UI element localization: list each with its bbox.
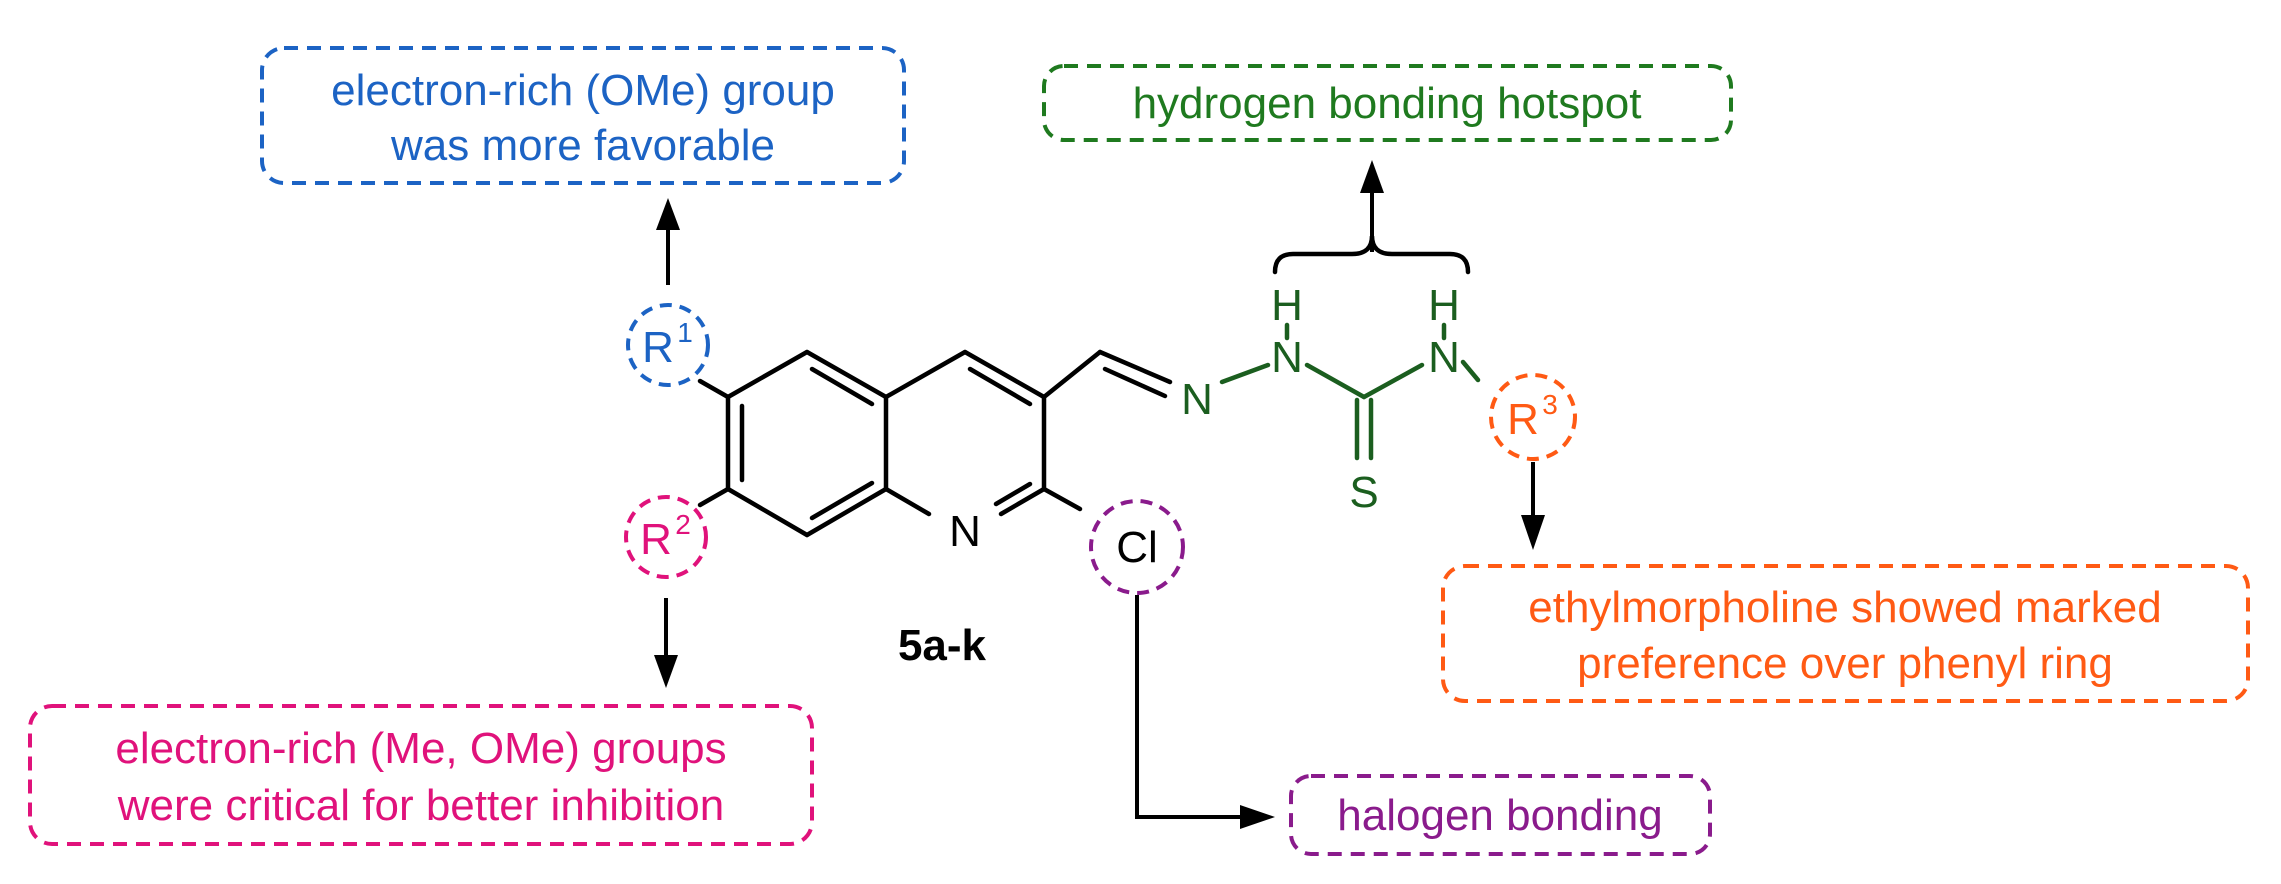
hbond-note-line1: hydrogen bonding hotspot [1133, 79, 1642, 128]
halogen-note: halogen bonding [1289, 774, 1712, 856]
r1-arrow [656, 198, 680, 285]
r3-circle [1489, 373, 1577, 461]
r1-substituent: R 1 [626, 303, 710, 387]
r2-circle [624, 495, 708, 579]
nh2-nitrogen: N [1428, 333, 1460, 382]
chloro-label: Cl [1116, 523, 1158, 572]
nh1-hydrogen: H [1271, 281, 1303, 330]
r3-note: ethylmorpholine showed marked preference… [1441, 564, 2250, 703]
r3-superscript: 3 [1542, 389, 1558, 420]
nh2-hydrogen: H [1428, 281, 1460, 330]
r2-note-box [28, 704, 814, 846]
r2-note-line2: were critical for better inhibition [117, 781, 724, 830]
r3-substituent: R 3 [1489, 373, 1577, 461]
halogen-note-line1: halogen bonding [1337, 791, 1662, 840]
nh1-nitrogen: N [1271, 333, 1303, 382]
chloro-substituent: Cl [1089, 499, 1185, 595]
r2-label: R [640, 515, 672, 564]
r3-note-box [1441, 564, 2250, 703]
thiosemicarbazide-chain: N H N H N S [1181, 281, 1481, 517]
chloro-circle [1089, 499, 1185, 595]
sulfur-atom: S [1349, 468, 1378, 517]
r3-label: R [1507, 395, 1539, 444]
r1-note: electron-rich (OMe) group was more favor… [260, 46, 906, 185]
r1-note-line2: was more favorable [390, 121, 775, 170]
compound-label: 5a-k [898, 621, 987, 670]
quinoline-core: N [697, 349, 1173, 556]
r1-superscript: 1 [677, 317, 693, 348]
r1-circle [626, 303, 710, 387]
hbond-note-box [1042, 64, 1733, 142]
r2-arrow [654, 598, 678, 688]
r1-label: R [642, 323, 674, 372]
ring-nitrogen: N [949, 507, 981, 556]
hbond-note: hydrogen bonding hotspot [1042, 64, 1733, 142]
hbond-brace [1272, 235, 1471, 275]
r1-note-box [260, 46, 906, 185]
r2-note: electron-rich (Me, OMe) groups were crit… [28, 704, 814, 846]
r3-note-line1: ethylmorpholine showed marked [1528, 583, 2161, 632]
r2-superscript: 2 [675, 509, 691, 540]
r3-arrow [1521, 462, 1545, 550]
r2-note-line1: electron-rich (Me, OMe) groups [115, 724, 726, 773]
imine-nitrogen: N [1181, 375, 1213, 424]
halogen-note-box [1289, 774, 1712, 856]
r2-substituent: R 2 [624, 495, 708, 579]
halogen-arrow [1135, 595, 1275, 829]
r1-note-line1: electron-rich (OMe) group [331, 66, 835, 115]
r3-note-line2: preference over phenyl ring [1577, 639, 2113, 688]
